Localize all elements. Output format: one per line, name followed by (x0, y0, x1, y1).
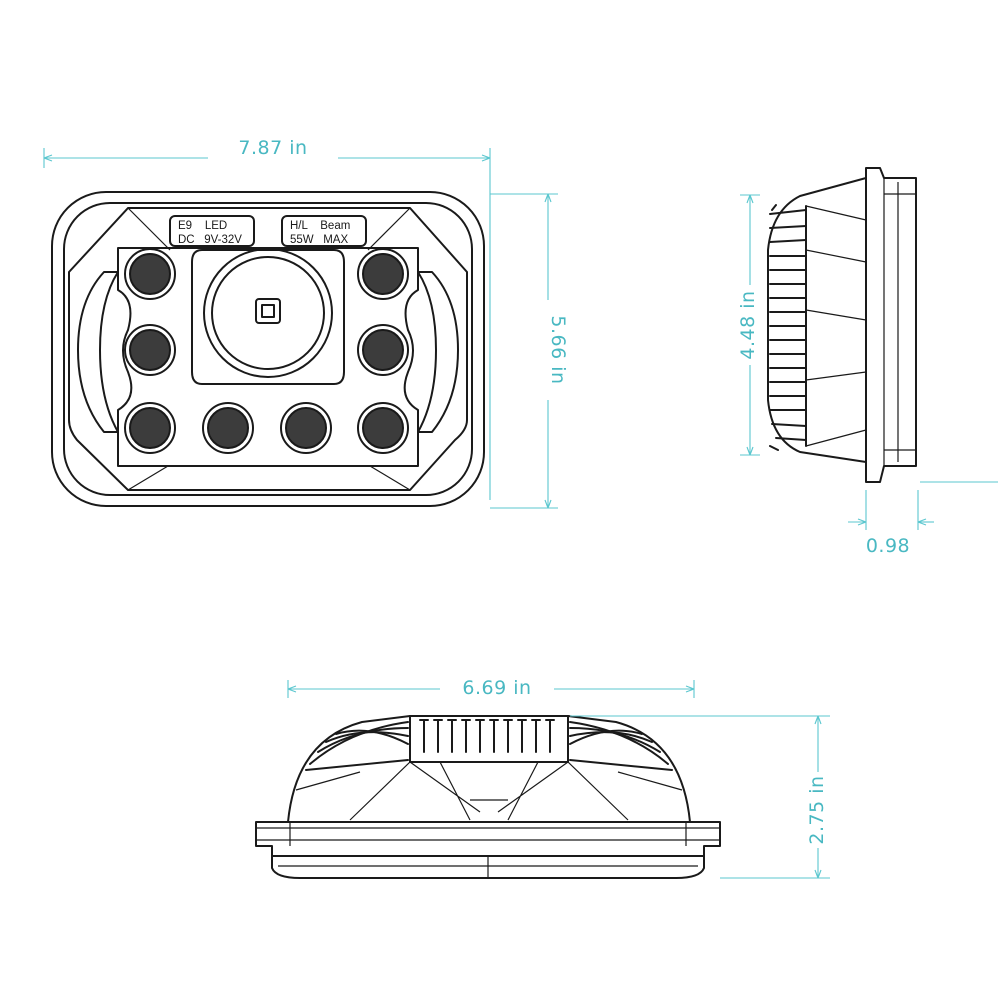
spec-label-right-line2: 55W MAX (290, 234, 348, 246)
side-depth-dimension: 0.98 (848, 481, 998, 557)
bottom-radial-lines (295, 761, 683, 821)
front-right-light-bar (417, 271, 459, 433)
side-housing (767, 177, 867, 463)
bottom-width-dimension: 6.69 in (287, 677, 695, 699)
led-lens-bottom-4 (357, 402, 409, 454)
side-height-label: 4.48 in (737, 290, 759, 359)
bottom-dome-housing (287, 715, 691, 823)
spec-label-left-line2: DC 9V-32V (178, 234, 242, 246)
side-bezel-rings (884, 193, 916, 451)
front-outer-housing (51, 191, 485, 507)
front-corner-line-tl (127, 207, 171, 251)
side-bezel (865, 167, 917, 483)
spec-label-box-left (169, 215, 255, 247)
front-width-dimension: 7.87 in (43, 137, 491, 500)
bottom-dome-fins (305, 721, 673, 771)
led-lens-bottom-1 (124, 402, 176, 454)
front-height-label: 5.66 in (547, 315, 569, 384)
bottom-height-dimension: 2.75 in (570, 715, 830, 879)
center-reflector-inner (211, 256, 325, 370)
bottom-flange-outer (255, 821, 721, 857)
front-inner-rim (63, 202, 473, 496)
front-left-light-bar (77, 271, 119, 433)
bottom-flange-ticks (289, 822, 687, 846)
front-width-label: 7.87 in (238, 137, 307, 159)
front-view: E9 LED DC 9V-32V H/L Beam 55W MAX (51, 191, 485, 507)
led-lens-top-right (357, 248, 409, 300)
front-led-frame (117, 247, 419, 467)
side-depth-label: 0.98 (866, 535, 910, 557)
bottom-width-label: 6.69 in (462, 677, 531, 699)
center-reflector-frame (191, 249, 345, 385)
bottom-view (255, 715, 721, 879)
led-lens-mid-left (124, 324, 176, 376)
bottom-height-label: 2.75 in (806, 775, 828, 844)
side-heatsink-fins (769, 204, 867, 451)
spec-label-box-right (281, 215, 367, 247)
led-lens-top-left (124, 248, 176, 300)
center-reflector-outer (203, 248, 333, 378)
front-corner-line-br (369, 465, 411, 491)
center-led-chip-inner (261, 304, 275, 318)
spec-label-left-line1: E9 LED (178, 220, 227, 232)
led-lens-bottom-2 (202, 402, 254, 454)
led-lens-mid-right (357, 324, 409, 376)
center-led-chip-outer (255, 298, 281, 324)
bottom-heatsink-comb (409, 715, 569, 763)
spec-label-right-line1: H/L Beam (290, 220, 350, 232)
front-height-dimension: 5.66 in (490, 193, 569, 509)
front-corner-line-bl (127, 465, 169, 491)
led-lens-bottom-3 (280, 402, 332, 454)
front-corner-line-tr (367, 207, 411, 251)
bottom-flange-lines (256, 827, 720, 841)
side-height-dimension: 4.48 in (737, 194, 760, 456)
side-view (767, 167, 917, 483)
